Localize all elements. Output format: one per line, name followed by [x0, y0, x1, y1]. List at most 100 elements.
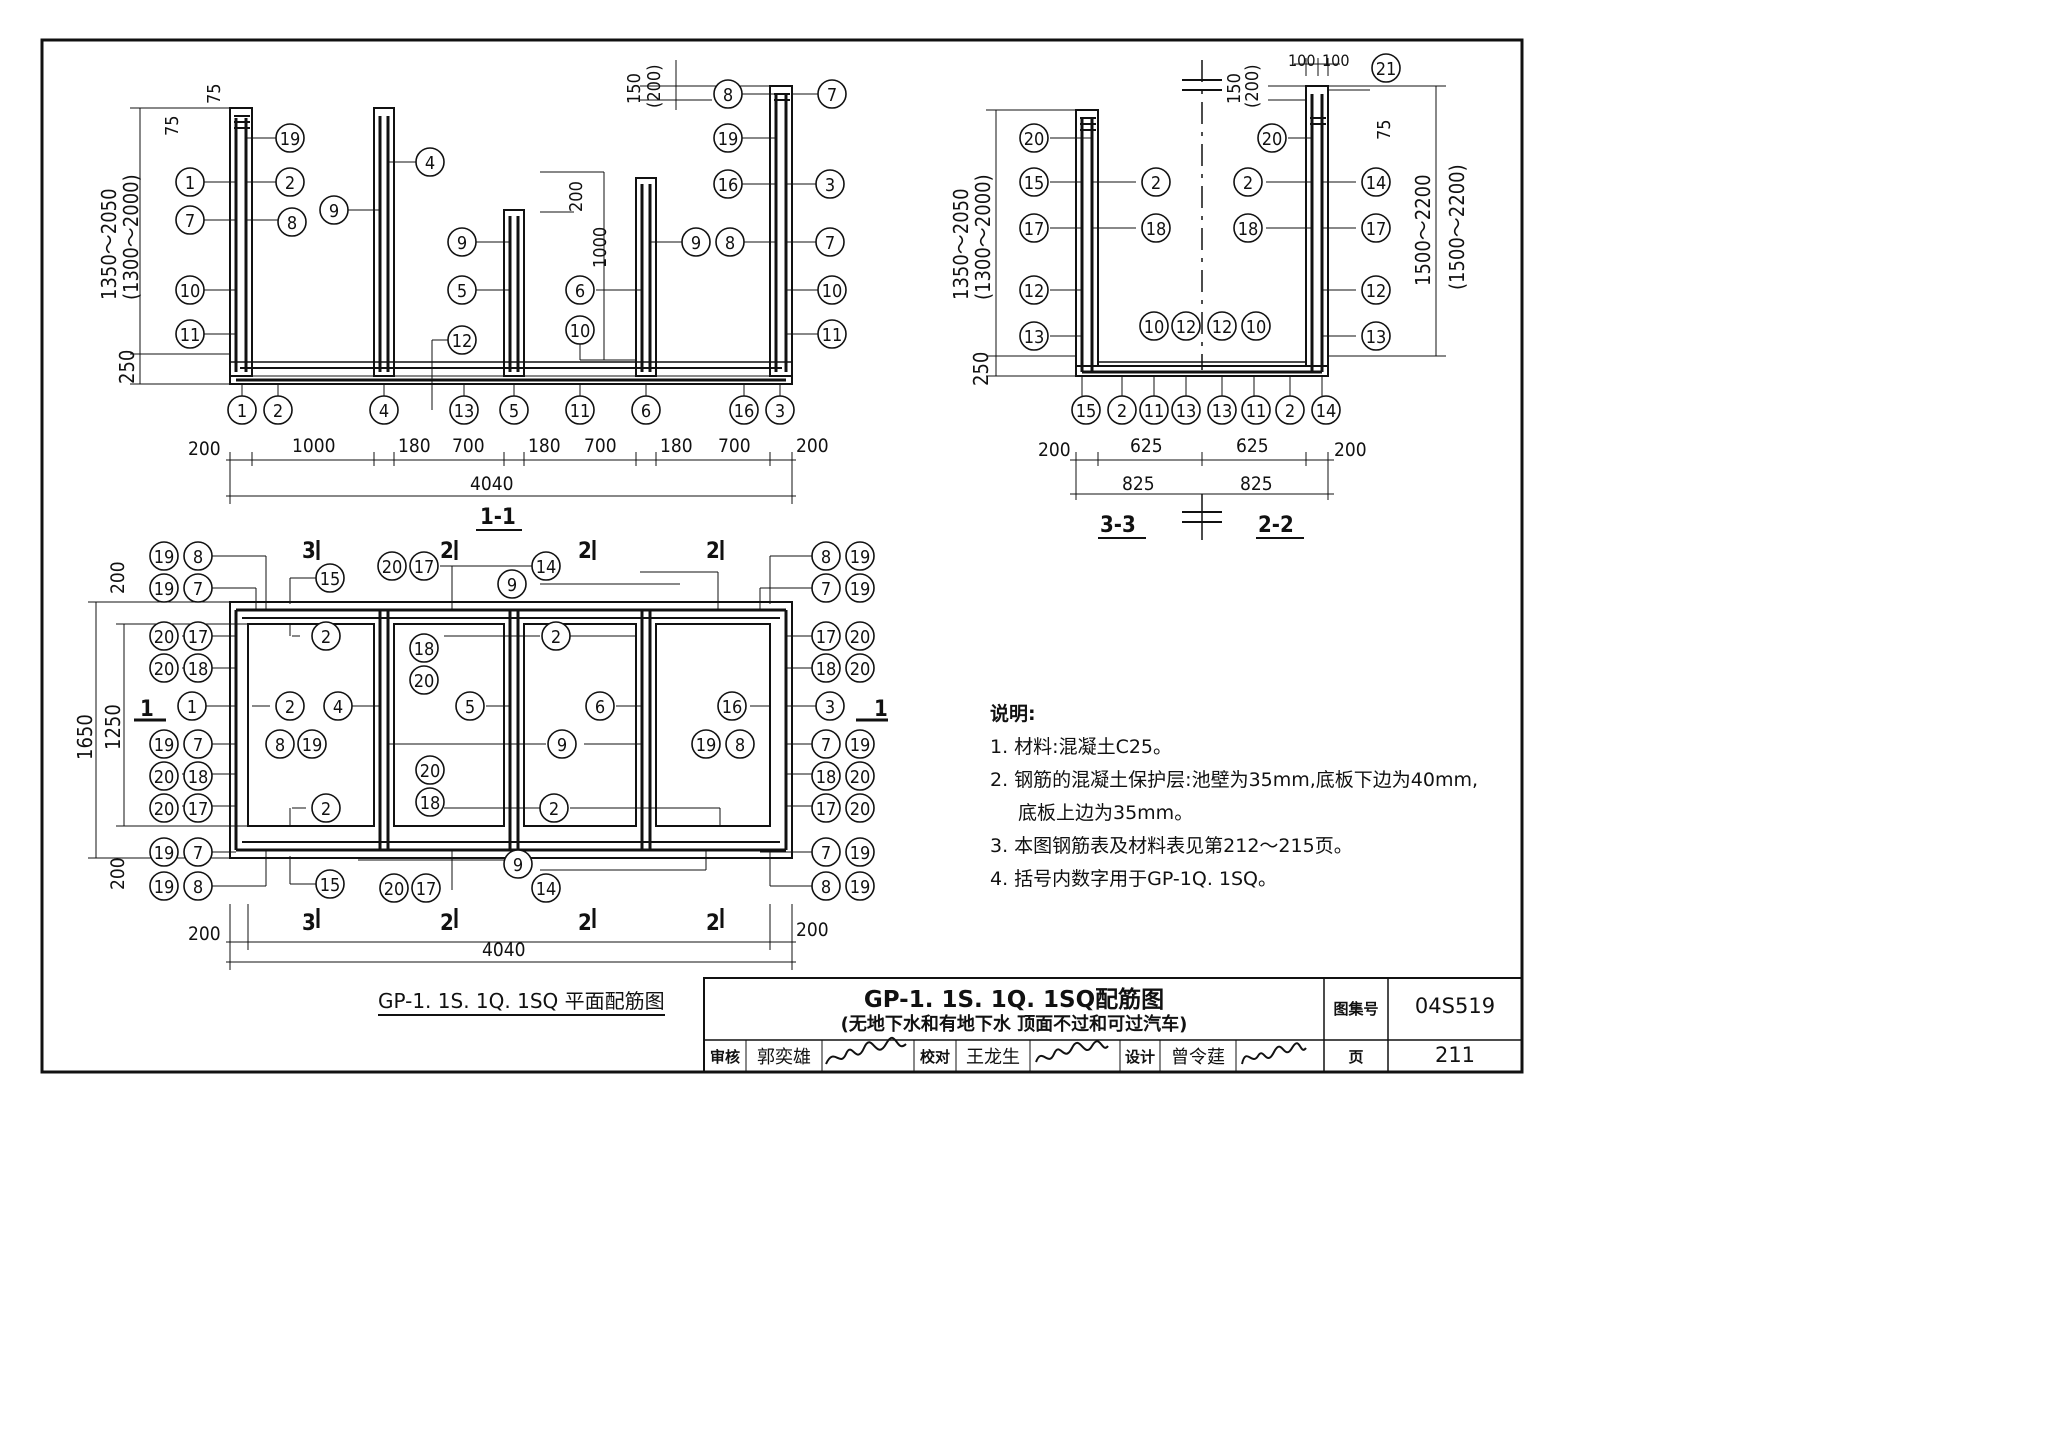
svg-text:17: 17 [1366, 219, 1387, 240]
svg-text:18: 18 [816, 659, 837, 680]
svg-text:10: 10 [180, 281, 201, 302]
bar-mark: 17 [183, 793, 213, 823]
s11-cover-b: 75 [204, 83, 225, 104]
svg-text:12: 12 [1176, 317, 1197, 338]
bar-mark: 16 [713, 169, 743, 199]
bar-mark: 13 [1207, 395, 1237, 425]
svg-text:6: 6 [575, 281, 585, 302]
svg-text:2: 2 [549, 799, 559, 820]
bar-mark: 20 [149, 621, 179, 651]
svg-text:7: 7 [821, 579, 831, 600]
bar-mark: 20 [149, 793, 179, 823]
svg-text:4: 4 [379, 401, 389, 422]
bar-mark: 4 [323, 691, 353, 721]
svg-text:3: 3 [825, 697, 835, 718]
svg-text:11: 11 [1246, 401, 1267, 422]
s22-top-a: 150 [1224, 73, 1245, 104]
s22-bottom-dim-2: 625 [1236, 435, 1269, 457]
bar-mark: 7 [811, 729, 841, 759]
svg-text:2: 2 [1151, 173, 1161, 194]
svg-text:7: 7 [193, 843, 203, 864]
checker-name: 王龙生 [966, 1047, 1020, 1068]
review-label: 审核 [709, 1048, 740, 1066]
bar-mark: 20 [1019, 123, 1049, 153]
bar-mark: 13 [1171, 395, 1201, 425]
cut-2-top-c: 2 [706, 539, 720, 564]
bar-mark: 8 [811, 871, 841, 901]
bar-mark: 11 [1241, 395, 1271, 425]
svg-text:15: 15 [1024, 173, 1045, 194]
bar-mark: 17 [1361, 213, 1391, 243]
section-3-3-2-2-labels: 1350～2050 (1300～2000) 250 1500～2200 (150… [949, 51, 1469, 539]
svg-text:20: 20 [154, 799, 175, 820]
bar-mark: 2 [1233, 167, 1263, 197]
svg-text:18: 18 [188, 659, 209, 680]
svg-text:2: 2 [273, 401, 283, 422]
bar-mark: 18 [811, 653, 841, 683]
s22-bottom-dim-3: 200 [1334, 439, 1367, 461]
svg-text:19: 19 [154, 579, 175, 600]
svg-text:8: 8 [287, 213, 297, 234]
s11-right-b: (200) [644, 64, 665, 108]
svg-text:13: 13 [1366, 327, 1387, 348]
svg-text:18: 18 [188, 767, 209, 788]
svg-text:20: 20 [420, 761, 441, 782]
section-1-1 [130, 60, 818, 504]
bar-mark: 19 [149, 871, 179, 901]
svg-text:12: 12 [1212, 317, 1233, 338]
svg-text:4: 4 [425, 153, 435, 174]
atlas-label: 图集号 [1333, 1000, 1379, 1018]
svg-text:13: 13 [454, 401, 475, 422]
bar-mark: 12 [447, 325, 477, 355]
svg-text:5: 5 [457, 281, 467, 302]
bar-mark: 19 [275, 123, 305, 153]
atlas-number: 04S519 [1414, 994, 1496, 1018]
s22-half-1: 825 [1240, 473, 1273, 495]
svg-text:7: 7 [193, 579, 203, 600]
designer-name: 曾令莛 [1171, 1047, 1225, 1068]
drawing-sheet: 1350～2050 (1300～2000) 250 75 75 150 (200… [40, 38, 1524, 1074]
bar-mark: 9 [503, 849, 533, 879]
svg-text:19: 19 [850, 843, 871, 864]
s11-bottom-dim-0: 200 [188, 438, 221, 460]
bar-mark: 7 [183, 573, 213, 603]
s11-bottom-dim-5: 700 [584, 435, 617, 457]
svg-text:9: 9 [507, 575, 517, 596]
design-label: 设计 [1124, 1048, 1155, 1066]
svg-text:17: 17 [416, 879, 437, 900]
svg-text:19: 19 [696, 735, 717, 756]
plan-w-total: 4040 [482, 939, 526, 961]
svg-text:11: 11 [180, 325, 201, 346]
bar-mark: 15 [315, 869, 345, 899]
s22-right-alt: (1500～2200) [1445, 164, 1469, 290]
svg-text:9: 9 [457, 233, 467, 254]
bar-mark: 10 [1241, 311, 1271, 341]
svg-text:19: 19 [154, 547, 175, 568]
s22-top-e: 75 [1374, 119, 1395, 140]
svg-text:11: 11 [570, 401, 591, 422]
svg-text:9: 9 [329, 201, 339, 222]
bar-mark: 2 [311, 621, 341, 651]
svg-text:8: 8 [735, 735, 745, 756]
svg-text:12: 12 [452, 331, 473, 352]
plan-edge-right: 200 [796, 919, 829, 941]
bar-mark: 7 [811, 837, 841, 867]
svg-text:1: 1 [185, 173, 195, 194]
bar-mark: 19 [845, 541, 875, 571]
drawing-subtitle: (无地下水和有地下水 顶面不过和可过汽车) [840, 1014, 1188, 1035]
s11-bottom-dim-1: 1000 [292, 435, 336, 457]
bar-mark: 8 [715, 227, 745, 257]
svg-text:12: 12 [1024, 281, 1045, 302]
svg-text:2: 2 [321, 799, 331, 820]
svg-text:4: 4 [333, 697, 343, 718]
svg-text:20: 20 [414, 671, 435, 692]
svg-text:20: 20 [850, 767, 871, 788]
svg-text:17: 17 [816, 627, 837, 648]
bar-mark: 2 [1141, 167, 1171, 197]
bar-mark: 7 [183, 837, 213, 867]
signature-checker [1035, 1040, 1109, 1063]
bar-mark: 18 [1233, 213, 1263, 243]
s22-half-0: 825 [1122, 473, 1155, 495]
bar-mark: 6 [631, 395, 661, 425]
s11-total: 4040 [470, 473, 514, 495]
